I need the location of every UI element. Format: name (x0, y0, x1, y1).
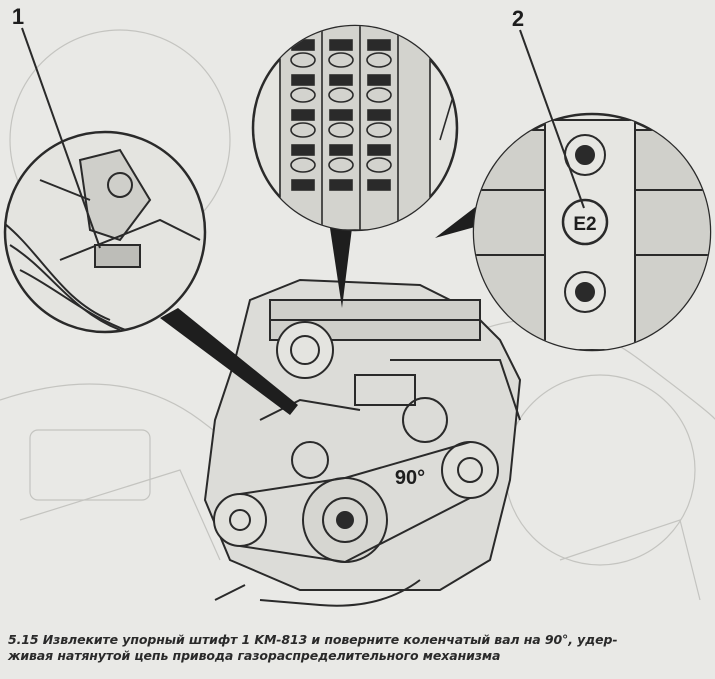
caption-line-1: 5.15 Извлеките упорный штифт 1 KM-813 и … (8, 632, 618, 647)
detail-bubble-left (3, 130, 207, 334)
figure-caption: 5.15 Извлеките упорный штифт 1 KM-813 и … (8, 632, 708, 664)
callout-leaders (160, 205, 482, 415)
engine-block (203, 278, 522, 607)
engine-figure: E2 90° 1 2 (0, 4, 715, 607)
callout-number-2: 2 (512, 6, 524, 31)
callout-number-1: 1 (12, 4, 24, 29)
detail-bubble-center (251, 24, 459, 232)
bearing-cap-marking: E2 (573, 214, 596, 235)
caption-line-2: живая натянутой цепь привода газораспред… (8, 648, 501, 663)
rotation-angle-label: 90° (395, 467, 425, 489)
callout-number-lines (21, 27, 585, 249)
engine-illustration: E2 90° 1 2 (0, 4, 715, 607)
detail-bubble-right: E2 (472, 112, 712, 352)
